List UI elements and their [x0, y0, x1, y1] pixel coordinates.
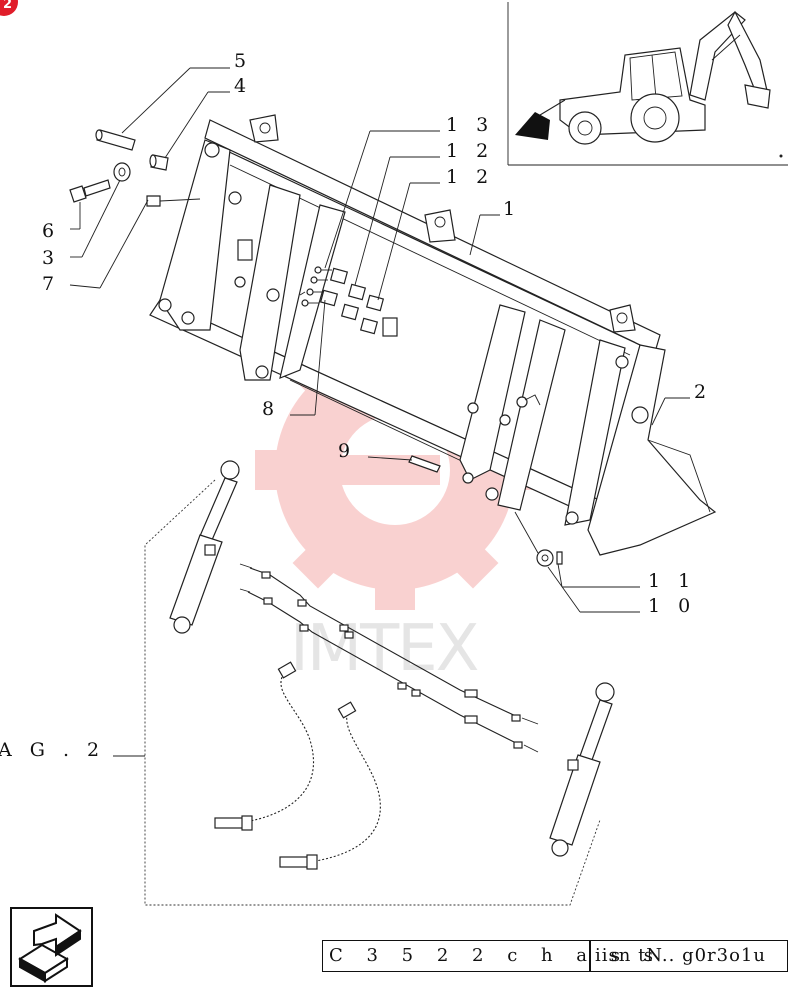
- ring-11-part: [556, 551, 563, 565]
- washer-10-part: [536, 549, 554, 567]
- callout-1: 1: [503, 198, 521, 220]
- leader-lines: [69, 67, 690, 613]
- callout-4: 4: [234, 75, 252, 97]
- callout-page-ref: A G . 2: [0, 739, 105, 761]
- bolt-part: [69, 179, 111, 203]
- callout-12a: 1 2: [446, 140, 494, 162]
- callout-5: 5: [234, 50, 252, 72]
- callout-12b: 1 2: [446, 166, 494, 188]
- callout-3: 3: [42, 247, 60, 269]
- callout-8: 8: [262, 398, 280, 420]
- callout-7: 7: [42, 273, 60, 295]
- pin-part: [95, 129, 136, 151]
- watermark-text: IMTEX: [290, 612, 478, 686]
- assembly-boundary: [113, 479, 601, 906]
- callout-9: 9: [338, 440, 356, 462]
- hydraulic-cylinder-left: [169, 460, 240, 634]
- callout-11: 1 1: [648, 570, 696, 592]
- back-navigation-button[interactable]: [10, 907, 93, 987]
- backhoe-loader-icon: [515, 10, 771, 145]
- bushing-part: [149, 154, 169, 171]
- inset-machine-frame: [507, 2, 788, 166]
- callout-13: 1 3: [446, 114, 494, 136]
- arrow-return-icon: [18, 913, 82, 983]
- hydraulic-cylinder-right: [549, 682, 615, 857]
- page-badge: 2: [0, 0, 18, 16]
- shim-screw-group: [299, 266, 385, 335]
- title-block: C 3 5 2 2 c h a s s iisn tN.. g0r3o1u: [322, 940, 788, 972]
- callout-2: 2: [694, 381, 712, 403]
- flexible-hose-right: [279, 701, 382, 870]
- flexible-hose-left: [214, 661, 315, 831]
- loader-bucket: [149, 114, 717, 556]
- title-block-divider: [589, 941, 591, 971]
- hydraulic-pipes: [239, 563, 539, 753]
- title-block-left: C 3 5 2 2 c h a s s: [329, 945, 662, 966]
- grease-fitting-part: [146, 195, 201, 207]
- title-block-right: iisn tN.. g0r3o1u: [595, 945, 766, 966]
- callout-6: 6: [42, 220, 60, 242]
- washer-part: [113, 162, 131, 182]
- callout-10: 1 0: [648, 595, 696, 617]
